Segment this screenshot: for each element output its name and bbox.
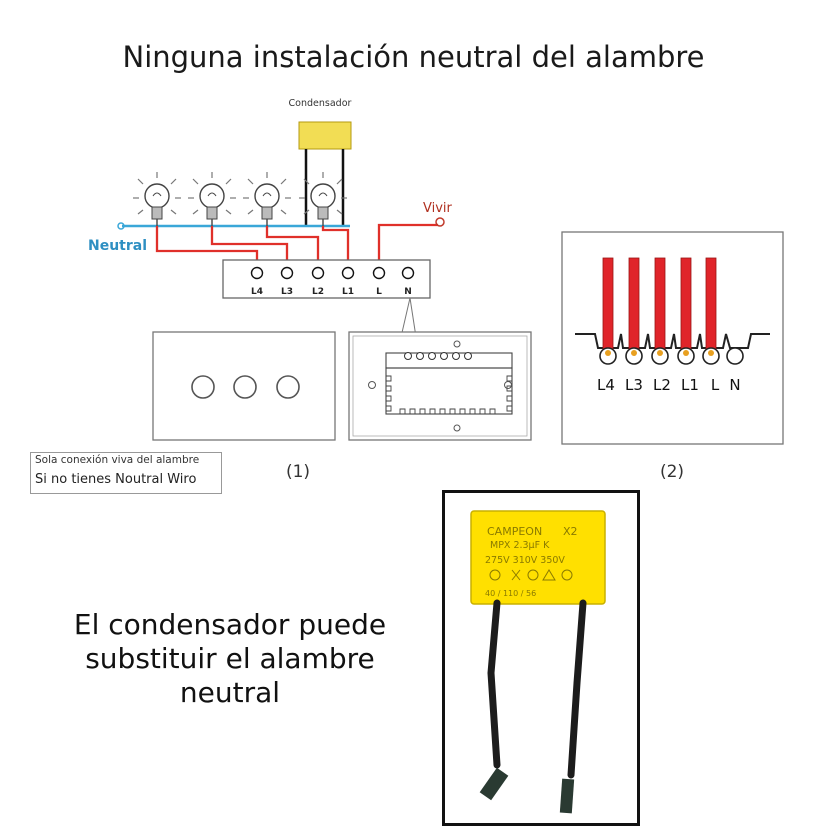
touch-button (191, 375, 215, 399)
capacitor-voltages: 275V 310V 350V (485, 555, 565, 566)
terminal-label: N (404, 287, 412, 297)
note-main-text: Si no tienes Noutral Wiro (35, 472, 197, 487)
figure-1-label: (1) (286, 462, 310, 482)
terminal-label: L3 (625, 376, 643, 394)
capacitor-photo: CAMPEON X2 MPX 2.3µF K 275V 310V 350V 40… (442, 490, 640, 826)
note-small-text: Sola conexión viva del alambre (35, 454, 200, 466)
capacitor-brand: CAMPEON (487, 525, 542, 538)
caption-line: El condensador puede (73, 608, 387, 641)
capacitor-body (470, 510, 606, 605)
terminal-screw (341, 266, 355, 280)
capacitor-bottom-print: 40 / 110 / 56 (485, 589, 536, 598)
terminal-label: L3 (281, 287, 293, 297)
terminal-screw (250, 266, 264, 280)
terminal-label: L4 (251, 287, 263, 297)
bulb-icon (133, 172, 181, 226)
terminal-label: L (711, 376, 720, 394)
switch-back-panel (348, 331, 532, 441)
terminal-label: L1 (342, 287, 354, 297)
terminal-screw (280, 266, 294, 280)
live-label: Vivir (423, 201, 453, 216)
neutral-terminal (117, 222, 125, 230)
bulb-icon (188, 172, 236, 226)
note-box: Sola conexión viva del alambre Si no tie… (30, 452, 222, 494)
touch-button (276, 375, 300, 399)
terminal-label: L2 (653, 376, 671, 394)
terminal-label: L2 (312, 287, 324, 297)
page-title: Ninguna instalación neutral del alambre (122, 40, 705, 74)
terminal-housing-outline (575, 333, 770, 349)
terminal-screw (372, 266, 386, 280)
capacitor-lead-wire (567, 599, 587, 779)
live-terminal (435, 217, 445, 227)
terminal-label: N (729, 376, 740, 394)
terminal-screw (311, 266, 325, 280)
screw-highlights (605, 350, 714, 356)
capacitor-illustration: CAMPEON X2 MPX 2.3µF K 275V 310V 350V 40… (470, 510, 606, 814)
capacitor-symbol (298, 121, 352, 150)
touch-button (233, 375, 257, 399)
capacitor-type: X2 (563, 525, 578, 538)
bulb-icon (299, 172, 347, 226)
terminal-screw (726, 347, 744, 365)
capacitor-lead-wire (487, 599, 501, 769)
terminal-label: L1 (681, 376, 699, 394)
bulb-icon (243, 172, 291, 226)
wire-tip (479, 767, 509, 801)
capacitor-model: MPX 2.3µF K (490, 540, 550, 551)
terminal-label: L4 (597, 376, 615, 394)
figure-2-label: (2) (660, 462, 684, 482)
capacitor-label: Condensador (289, 98, 352, 109)
wire-tip (559, 778, 575, 814)
live-wire (377, 223, 438, 268)
certification-marks (489, 569, 573, 581)
caption-line: substituir el alambre (85, 642, 375, 675)
terminal-label: L (376, 287, 382, 297)
neutral-label: Neutral (88, 238, 147, 254)
terminal-screw (401, 266, 415, 280)
caption: El condensador puede substituir el alamb… (40, 608, 420, 710)
caption-line: neutral (179, 676, 281, 709)
